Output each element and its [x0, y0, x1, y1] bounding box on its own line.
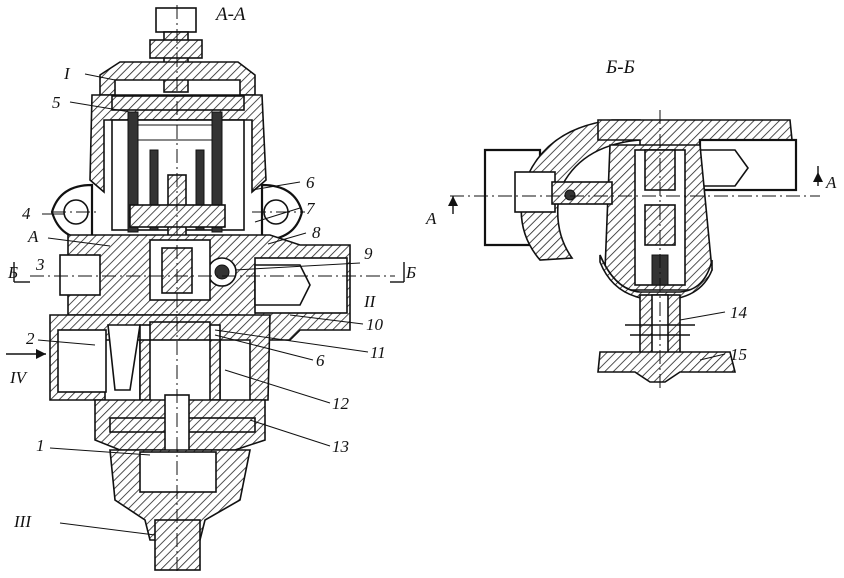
callout-11: 11: [370, 343, 386, 362]
lock-nut: [149, 39, 203, 59]
callout-15: 15: [730, 345, 747, 364]
callout-14: 14: [730, 303, 748, 322]
zone-label-iii: III: [13, 512, 32, 531]
piston-wall-left: [139, 339, 151, 401]
callout-8: 8: [312, 223, 321, 242]
callout-5: 5: [52, 93, 61, 112]
callout-6: 6: [306, 173, 315, 192]
section-b-b-view: Б-Б А А 14 15: [425, 57, 837, 390]
section-title-a-a: А-А: [214, 4, 246, 25]
cut-mark-a-right: А: [825, 173, 837, 192]
cut-mark-a-left: А: [425, 209, 437, 228]
leader-14: [679, 311, 726, 321]
callout-9: 9: [364, 244, 373, 263]
section-title-b-b: Б-Б: [605, 57, 635, 78]
callout-10: 10: [366, 315, 384, 334]
inlet-passage: [107, 324, 141, 391]
outlet-plug: [254, 264, 311, 306]
right-mounting-lug: [252, 183, 305, 242]
check-ball: [214, 264, 230, 280]
callout-1: 1: [36, 436, 45, 455]
zone-label-iv: IV: [9, 368, 29, 387]
inlet-arrow: [6, 349, 46, 359]
top-bolt-head: [155, 7, 197, 33]
zone-label-ii: II: [363, 292, 377, 311]
callout-12: 12: [332, 394, 350, 413]
leader-lines: [37, 73, 369, 536]
callout-7: 7: [306, 199, 316, 218]
side-bolt: [514, 171, 556, 213]
springs: [127, 111, 223, 233]
spring-plate: [111, 95, 245, 111]
callout-3: 3: [35, 255, 45, 274]
housing-bottom-curve: [599, 254, 713, 301]
piston-wall-right: [209, 339, 221, 401]
pin: [564, 189, 576, 201]
leader-15: [699, 353, 726, 361]
cut-mark-b-left: Б: [7, 263, 18, 282]
piston-top: [149, 321, 211, 341]
section-mark-a-left: А: [27, 227, 39, 246]
callout-6-duplicate: 6: [316, 351, 325, 370]
cut-mark-b-right: Б: [405, 263, 416, 282]
callout-4: 4: [22, 204, 31, 223]
left-plug-3: [59, 254, 101, 296]
inlet-port-iv: [57, 329, 107, 393]
bottom-chamber: [139, 451, 217, 493]
zone-label-i: I: [63, 64, 71, 83]
section-a-a-view: А-А I 5 4 А Б 3 6 7 8 9 Б II 10 11 6 2 I…: [6, 4, 416, 575]
callout-2: 2: [26, 329, 35, 348]
side-bolt-shank: [551, 181, 613, 205]
callout-13: 13: [332, 437, 349, 456]
left-mounting-lug: [50, 183, 100, 242]
